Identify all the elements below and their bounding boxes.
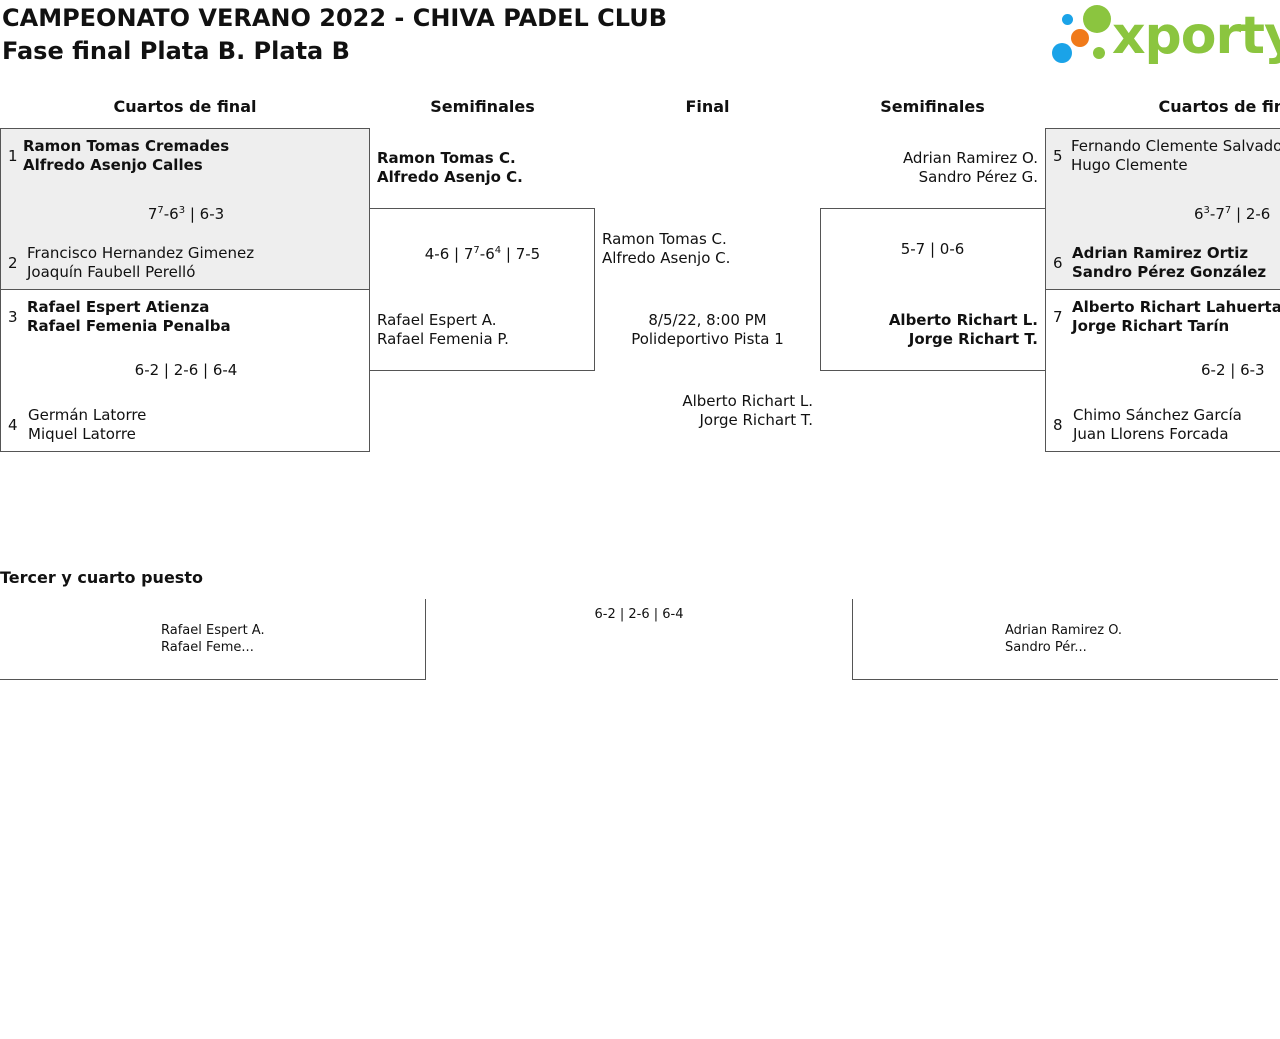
round-title-left-sf: Semifinales <box>430 97 535 116</box>
logo-dot-green-small-icon <box>1093 47 1105 59</box>
third-place-score: 6-2 | 2-6 | 6-4 <box>594 607 684 622</box>
logo-dot-orange-icon <box>1071 29 1089 47</box>
seed-number: 3 <box>8 308 18 326</box>
match-score: 6-2 | 2-6 | 6-4 <box>134 361 238 379</box>
bracket-line <box>820 208 1045 209</box>
team-name: Germán Latorre Miquel Latorre <box>28 406 147 443</box>
page-subtitle: Fase final Plata B. Plata B <box>2 37 350 65</box>
team-name: Adrian Ramirez Ortiz Sandro Pérez Gonzál… <box>1072 244 1267 281</box>
logo-text: xporty <box>1112 6 1280 66</box>
bracket-line <box>820 370 1045 371</box>
team-name: Fernando Clemente Salvador Hugo Clemente <box>1071 137 1280 174</box>
logo-dot-blue-small-icon <box>1062 14 1073 25</box>
logo-dot-green-icon <box>1083 5 1111 33</box>
final-team-a: Ramon Tomas C. Alfredo Asenjo C. <box>602 230 731 267</box>
left-sf-score: 4-6 | 77-64 | 7-5 <box>424 245 541 263</box>
bracket-line <box>820 208 821 371</box>
left-sf-team-a: Ramon Tomas C. Alfredo Asenjo C. <box>377 149 523 186</box>
seed-number: 6 <box>1053 254 1063 272</box>
left-qf-match-1[interactable]: 1 Ramon Tomas Cremades Alfredo Asenjo Ca… <box>0 128 370 290</box>
final-team-b: Alberto Richart L. Jorge Richart T. <box>682 392 813 429</box>
bracket-line <box>425 599 426 680</box>
page-title: CAMPEONATO VERANO 2022 - CHIVA PADEL CLU… <box>2 4 667 32</box>
team-name: Chimo Sánchez García Juan Llorens Forcad… <box>1073 406 1242 443</box>
third-place-team-a: Rafael Espert A. Rafael Feme... <box>161 623 265 655</box>
right-sf-team-a: Adrian Ramirez O. Sandro Pérez G. <box>902 149 1038 186</box>
third-place-title: Tercer y cuarto puesto <box>0 568 203 587</box>
round-title-left-qf: Cuartos de final <box>113 97 257 116</box>
xporty-logo[interactable]: xporty <box>1050 2 1280 68</box>
bracket-line <box>0 679 426 680</box>
bracket-line <box>852 599 853 680</box>
seed-number: 8 <box>1053 416 1063 434</box>
team-name: Alberto Richart Lahuerta Jorge Richart T… <box>1072 298 1280 335</box>
right-qf-match-1[interactable]: 5 Fernando Clemente Salvador Hugo Clemen… <box>1045 128 1280 290</box>
right-sf-team-b: Alberto Richart L. Jorge Richart T. <box>888 311 1038 348</box>
seed-number: 7 <box>1053 308 1063 326</box>
bracket-line <box>594 208 595 371</box>
match-score: 63-77 | 2-6 <box>1194 205 1271 223</box>
team-name: Francisco Hernandez Gimenez Joaquín Faub… <box>27 244 255 281</box>
seed-number: 1 <box>8 147 18 165</box>
round-title-final: Final <box>685 97 730 116</box>
bracket-line <box>370 208 595 209</box>
bracket-line <box>852 679 1278 680</box>
left-qf-match-2[interactable]: 3 Rafael Espert Atienza Rafael Femenia P… <box>0 289 370 452</box>
bracket-line <box>370 370 595 371</box>
third-place-team-b: Adrian Ramirez O. Sandro Pér... <box>1005 623 1123 655</box>
team-name: Ramon Tomas Cremades Alfredo Asenjo Call… <box>23 137 230 174</box>
seed-number: 2 <box>8 254 18 272</box>
left-sf-team-b: Rafael Espert A. Rafael Femenia P. <box>377 311 509 348</box>
seed-number: 4 <box>8 416 18 434</box>
right-qf-match-2[interactable]: 7 Alberto Richart Lahuerta Jorge Richart… <box>1045 289 1280 452</box>
final-venue: Polideportivo Pista 1 <box>631 330 784 348</box>
final-date: 8/5/22, 8:00 PM <box>648 311 767 329</box>
round-title-right-qf: Cuartos de final <box>1158 97 1280 116</box>
logo-dot-blue-icon <box>1052 43 1072 63</box>
seed-number: 5 <box>1053 147 1063 165</box>
match-score: 6-2 | 6-3 <box>1201 361 1265 379</box>
round-title-right-sf: Semifinales <box>880 97 985 116</box>
right-sf-score: 5-7 | 0-6 <box>900 240 965 258</box>
match-score: 77-63 | 6-3 <box>147 205 225 223</box>
team-name: Rafael Espert Atienza Rafael Femenia Pen… <box>27 298 231 335</box>
